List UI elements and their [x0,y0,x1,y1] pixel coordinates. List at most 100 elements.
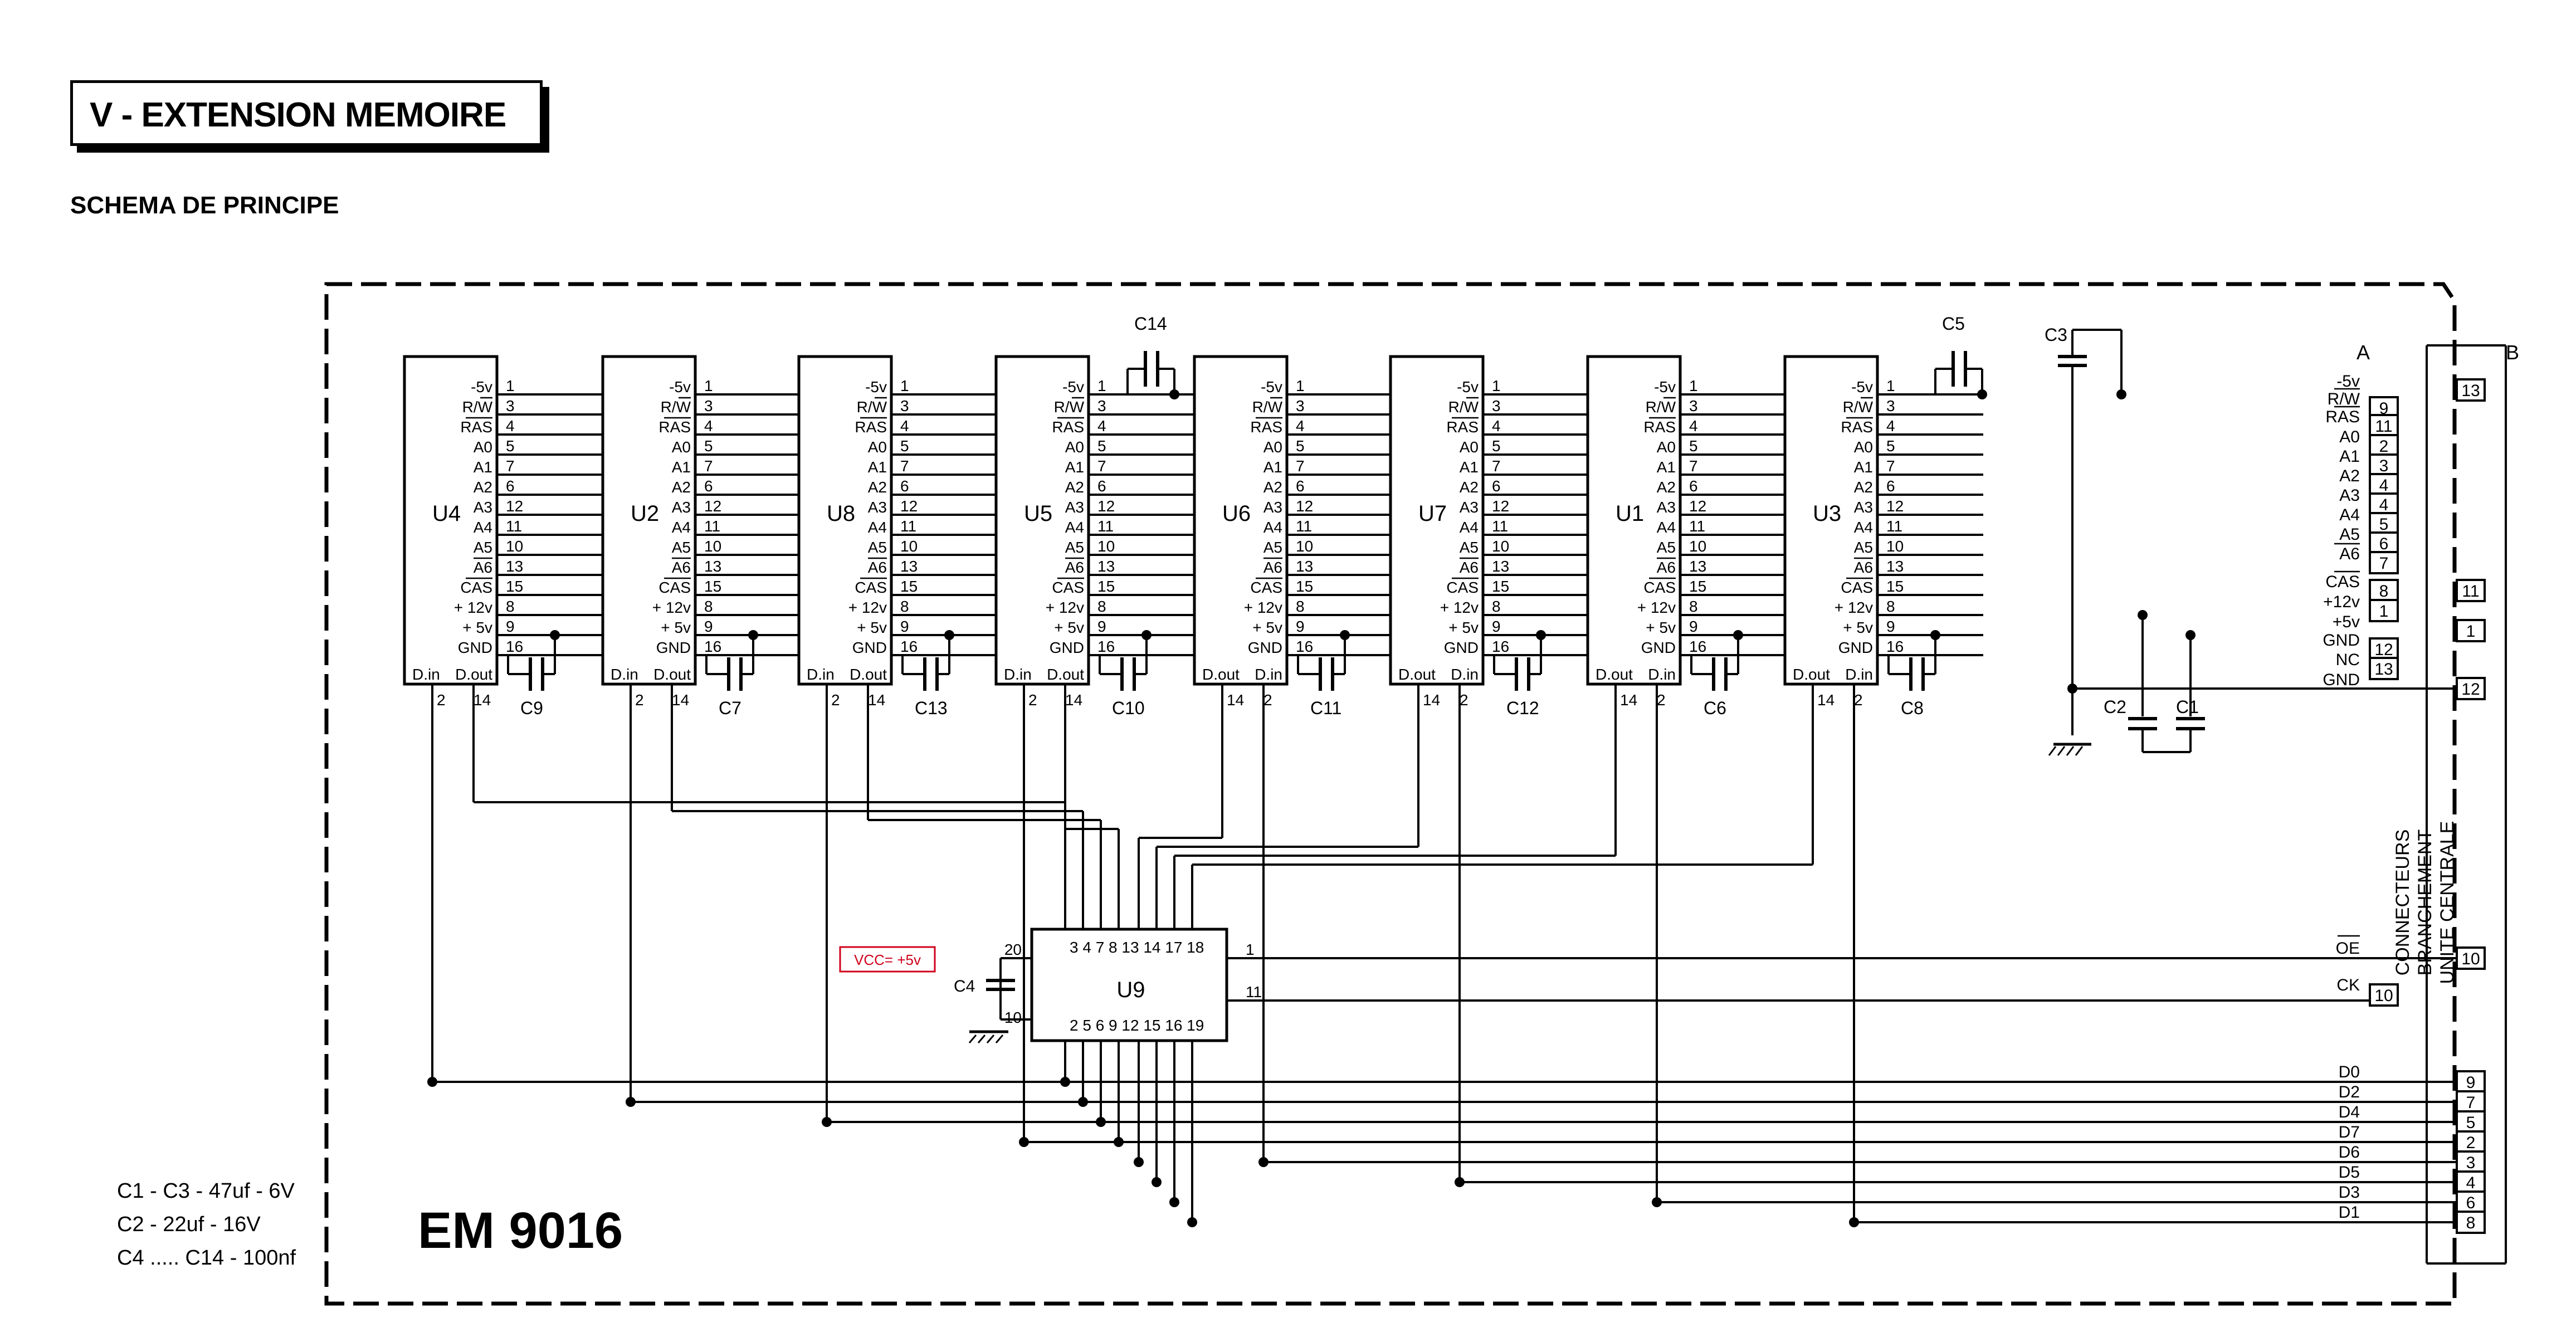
ram-chip-U5 [994,355,1090,686]
chip-pin-number: 8 [1886,598,1895,615]
chip-pin-label: A6 [1657,559,1676,576]
chip-pin-label: CAS [460,579,492,596]
connector-row-label: D3 [2339,1183,2360,1202]
chip-pin-number: 13 [1097,558,1115,575]
connector-row-label: OE [2336,939,2360,958]
chip-pin-number: 9 [506,618,515,635]
connector-pin-b-number: 10 [2461,950,2480,968]
chip-pin-label: A5 [1065,539,1084,556]
connector-row-label: A1 [2339,447,2360,466]
chip-pin-label: A5 [1263,539,1282,556]
chip-pin-label: A1 [1460,458,1479,476]
chip-pin-number: 8 [1689,598,1698,615]
chip-pin-number: 12 [506,497,523,515]
connector-row-label: D6 [2339,1143,2360,1162]
board-outline-dashed [324,282,2457,1306]
chip-pin-label: A4 [1460,519,1479,536]
cap-label-C10: C10 [1112,698,1145,718]
chip-pin-number: 4 [1492,417,1501,435]
chip-pin-number: 4 [506,417,515,435]
chip-pin-label: A2 [1854,479,1873,496]
chip-pin-label: CAS [1446,579,1479,596]
chip-data-label-right: D.in [1648,666,1676,683]
connector-row-label: GND [2323,671,2360,689]
wires [427,329,2471,1227]
chip-data-label-left: D.out [1202,666,1240,683]
chip-pin-number: 3 [1492,397,1501,414]
chip-pin-label: RAS [460,418,492,436]
chip-pin-label: -5v [1654,378,1676,396]
junction-dot [1258,1157,1269,1167]
chip-pin-label: A5 [1854,539,1873,556]
ground-hatch [977,1035,986,1043]
connector-row-label: RAS [2325,408,2360,426]
connector-pin-b [2456,1170,2486,1194]
chip-pin-number: 3 [1296,397,1305,414]
chip-pin-label: CAS [658,579,691,596]
chip-pin-label: A2 [672,479,691,496]
junction-dot [1114,1137,1124,1147]
chip-data-pin-left: 14 [1620,691,1637,709]
chip-pin-number: 16 [506,638,523,655]
ground-hatch [995,1035,1004,1043]
connector-pin-b-number: 6 [2466,1194,2476,1212]
chip-pin-label: R/W [1448,398,1479,416]
u9-pin-ck: 11 [1246,983,1262,1001]
connector-pin-a-number: 7 [2379,554,2389,573]
chip-pin-number: 5 [1492,437,1501,455]
chip-pin-number: 6 [704,477,713,495]
junction-dot [1096,1117,1106,1127]
junction-dot [1078,1097,1088,1107]
chip-pin-label: + 12v [1637,599,1676,616]
chip-pin-number: 1 [1492,377,1501,394]
chip-pin-label: -5v [1261,378,1282,396]
connector-caption-line: UNITE CENTRALE [2437,821,2458,984]
chip-pin-number: 5 [1296,437,1305,455]
chip-pin-label: CAS [1052,579,1084,596]
chip-data-label-right: D.out [850,666,887,683]
connector-pin-b-number: 12 [2461,680,2480,699]
connector-pin-a-number: 3 [2379,457,2389,475]
chip-pin-label: RAS [855,418,887,436]
chip-pin-label: A4 [1263,519,1282,536]
chip-pin-number: 13 [1296,558,1313,575]
connector-pin-a [2369,453,2399,477]
chip-pin-number: 10 [900,538,918,555]
chip-pin-number: 6 [1296,477,1305,495]
chip-pin-number: 13 [900,558,918,575]
cap-label-C12: C12 [1506,698,1539,718]
u9-bottom-pins: 2 5 6 9 12 15 16 19 [1070,1017,1204,1034]
chip-pin-label: A5 [1460,539,1479,556]
chip-pin-number: 5 [1689,437,1698,455]
chip-pin-label: GND [656,639,691,656]
chip-pin-number: 6 [1689,477,1698,495]
chip-pin-number: 4 [900,417,909,435]
chip-pin-number: 4 [704,417,713,435]
connector-row-label: D7 [2339,1123,2360,1141]
connector-pin-a-number: 8 [2379,582,2389,601]
chip-pin-label: A6 [1065,559,1084,576]
u9-name: U9 [1116,978,1145,1002]
chip-name-U5: U5 [1024,501,1052,526]
connector-pin-a-number: 13 [2374,660,2393,679]
chip-pin-number: 10 [704,538,721,555]
connector-pin-a-number: 11 [2375,417,2392,436]
chip-pin-label: GND [852,639,887,656]
chip-pin-number: 9 [1097,618,1106,635]
ground-hatch [2057,746,2066,756]
chip-pin-number: 8 [1492,598,1501,615]
junction-dot [822,1117,832,1127]
chip-pin-number: 15 [506,578,523,595]
chip-pin-label: A2 [1065,479,1084,496]
chip-pin-label: A0 [1263,438,1282,456]
cap-label-C7: C7 [719,698,741,718]
chip-data-label-right: D.out [653,666,691,683]
chip-pin-number: 5 [1886,437,1895,455]
chip-pin-number: 3 [1886,397,1895,414]
chip-pin-label: A4 [1065,519,1084,536]
ground-hatch [2075,746,2084,756]
chip-pin-label: A1 [1263,458,1282,476]
connector-pin-b [2456,378,2486,402]
chip-pin-label: RAS [1052,418,1084,436]
